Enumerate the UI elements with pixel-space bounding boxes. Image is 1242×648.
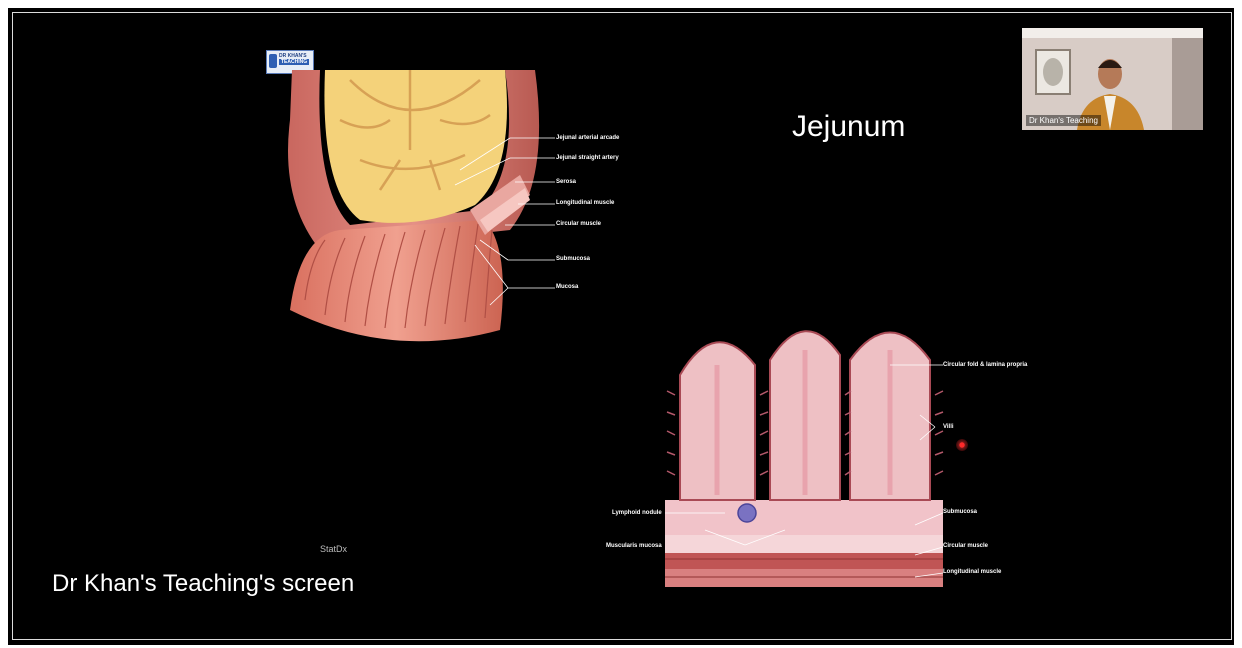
label-mucosa: Mucosa: [556, 284, 578, 290]
screen-share-label: Dr Khan's Teaching's screen: [52, 570, 354, 598]
label-circular-muscle-villi: Circular muscle: [943, 543, 988, 549]
participant-name: Dr Khan's Teaching: [1026, 115, 1101, 126]
label-circular-fold: Circular fold & lamina propria: [943, 362, 1027, 368]
label-jejunal-straight-artery: Jejunal straight artery: [556, 155, 619, 161]
jejunum-villi-illustration: [665, 315, 945, 590]
jejunum-cross-section-illustration: [280, 60, 560, 360]
label-muscularis-mucosa: Muscularis mucosa: [606, 543, 662, 549]
image-credit: StatDx: [320, 544, 347, 554]
logo-icon: [269, 54, 277, 68]
label-submucosa: Submucosa: [556, 256, 590, 262]
label-serosa: Serosa: [556, 179, 576, 185]
label-circular-muscle: Circular muscle: [556, 221, 601, 227]
slide-title: Jejunum: [792, 110, 905, 144]
label-longitudinal-muscle-villi: Longitudinal muscle: [943, 569, 1001, 575]
label-longitudinal-muscle: Longitudinal muscle: [556, 200, 614, 206]
label-villi: Villi: [943, 424, 954, 430]
label-jejunal-arterial-arcade: Jejunal arterial arcade: [556, 135, 619, 141]
participant-video-tile[interactable]: Dr Khan's Teaching: [1022, 28, 1203, 130]
label-lymphoid-nodule: Lymphoid nodule: [612, 510, 662, 516]
label-submucosa-villi: Submucosa: [943, 509, 977, 515]
laser-pointer-icon: [956, 439, 968, 451]
